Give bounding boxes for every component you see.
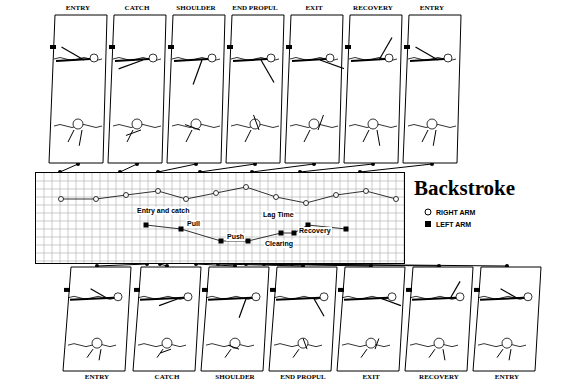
stroke-panel: END PROPUL	[268, 266, 338, 382]
leader-line	[360, 164, 432, 172]
swimmer-frame	[225, 14, 285, 164]
swimmer-frame	[402, 14, 462, 164]
phase-label: Entry and catch	[136, 207, 191, 215]
leader-line	[60, 164, 78, 172]
phase-label: Recovery	[298, 227, 332, 235]
phase-label: CATCH	[132, 373, 202, 382]
phase-label: ENTRY	[62, 373, 132, 382]
legend-text: LEFT ARM	[436, 221, 471, 228]
stroke-panel: EXIT	[284, 4, 344, 164]
phase-label: SHOULDER	[166, 4, 226, 13]
leader-line	[200, 164, 255, 172]
leader-line	[292, 264, 507, 266]
stroke-panel: ENTRY	[62, 266, 132, 382]
stroke-panel: SHOULDER	[166, 4, 226, 164]
stroke-panel: RECOVERY	[343, 4, 403, 164]
swimmer-frame	[48, 14, 108, 164]
phase-label: Clearing	[264, 240, 294, 248]
phase-label: ENTRY	[48, 4, 108, 13]
swimmer-frame	[284, 14, 344, 164]
leader-line	[252, 164, 314, 172]
legend-swatch	[424, 208, 432, 216]
swimmer-frame	[268, 266, 338, 372]
phase-label: END PROPUL	[268, 373, 338, 382]
phase-label: RECOVERY	[404, 373, 474, 382]
leader-line	[300, 164, 373, 172]
diagram-title: Backstroke	[414, 176, 515, 201]
phase-label: CATCH	[107, 4, 167, 13]
legend-text: RIGHT ARM	[436, 209, 475, 216]
grid-plot	[36, 173, 404, 263]
leader-line	[97, 264, 147, 266]
phase-label: END PROPUL	[225, 4, 285, 13]
swimmer-frame	[336, 266, 406, 372]
swimmer-frame	[62, 266, 132, 372]
stroke-panel: ENTRY	[48, 4, 108, 164]
swimmer-frame	[200, 266, 270, 372]
leader-line	[120, 164, 137, 172]
phase-label: ENTRY	[472, 373, 542, 382]
leader-line	[158, 164, 196, 172]
swimmer-frame	[472, 266, 542, 372]
phase-label: SHOULDER	[200, 373, 270, 382]
phase-label: Pull	[186, 220, 201, 228]
phase-label: EXIT	[336, 373, 406, 382]
stroke-panel: END PROPUL	[225, 4, 285, 164]
phase-label: EXIT	[284, 4, 344, 13]
stroke-panel: EXIT	[336, 266, 406, 382]
stroke-panel: RECOVERY	[404, 266, 474, 382]
swimmer-frame	[404, 266, 474, 372]
stroke-panel: CATCH	[107, 4, 167, 164]
phase-label: RECOVERY	[343, 4, 403, 13]
phase-label: Lag Time	[262, 211, 295, 219]
legend-row: RIGHT ARM	[424, 208, 475, 216]
legend-row: LEFT ARM	[424, 220, 471, 228]
swimmer-frame	[107, 14, 167, 164]
phase-label: Push	[226, 233, 245, 241]
legend-swatch	[424, 220, 432, 228]
swimmer-frame	[343, 14, 403, 164]
stroke-panel: ENTRY	[402, 4, 462, 164]
stroke-panel: ENTRY	[472, 266, 542, 382]
swimmer-frame	[166, 14, 226, 164]
timing-grid: Entry and catchPullPush Lag TimeClearing R…	[35, 172, 405, 264]
stroke-panel: SHOULDER	[200, 266, 270, 382]
stroke-panel: CATCH	[132, 266, 202, 382]
phase-label: ENTRY	[402, 4, 462, 13]
swimmer-frame	[132, 266, 202, 372]
